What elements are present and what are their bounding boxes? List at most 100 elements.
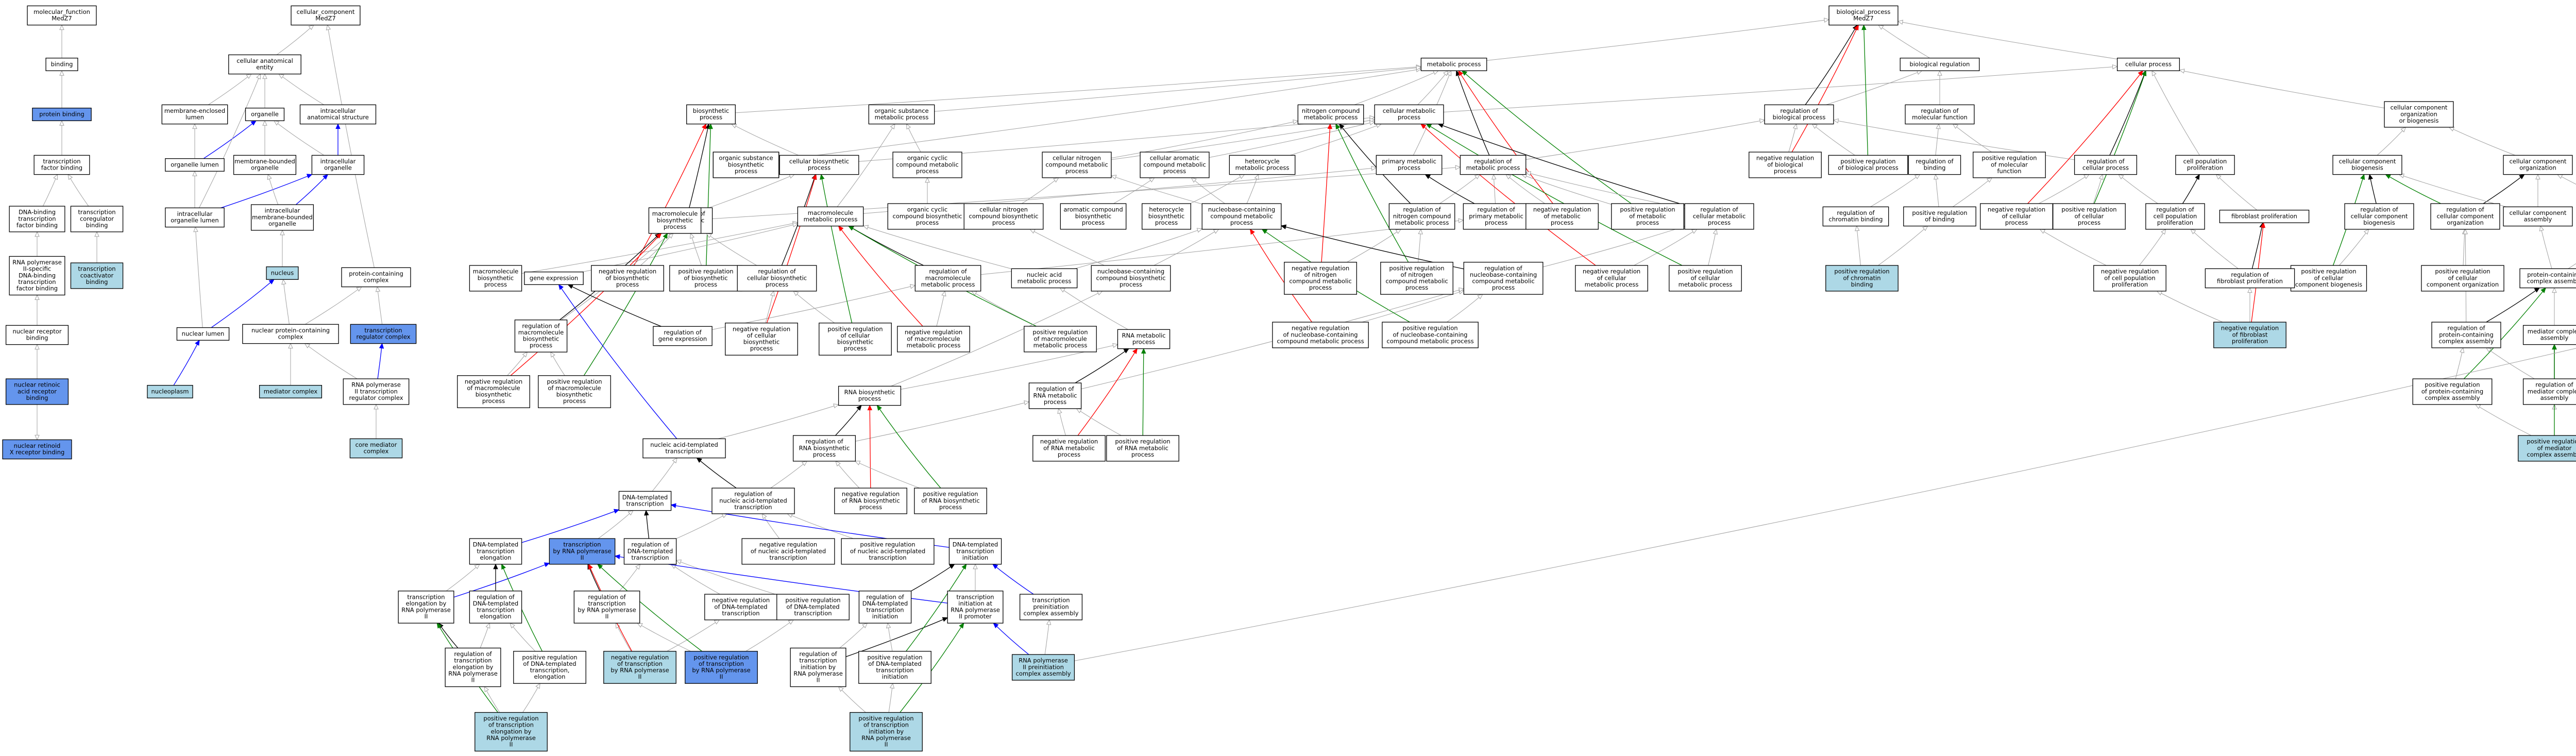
node-regulation-of-macromolecule-biosynthetic-process[interactable]: regulation ofmacromoleculebiosyntheticpr…: [514, 320, 568, 352]
node-mediator-complex[interactable]: mediator complex: [259, 385, 323, 398]
node-organelle-lumen[interactable]: organelle lumen: [165, 158, 225, 172]
node-cellular-process[interactable]: cellular process: [2116, 58, 2180, 71]
node-binding[interactable]: binding: [45, 58, 78, 71]
node-protein-binding[interactable]: protein binding: [32, 108, 92, 121]
node-metabolic-process[interactable]: metabolic process: [1420, 58, 1487, 71]
node-regulation-of-nucleobase-containing-compound-metabolic-process[interactable]: regulation ofnucleobase-containingcompou…: [1463, 262, 1544, 295]
node-gene-expression[interactable]: gene expression: [524, 272, 584, 285]
node-rna-pol-ii-specific-tf-binding[interactable]: RNA polymeraseII-specificDNA-bindingtran…: [9, 256, 65, 296]
node-biological-regulation[interactable]: biological regulation: [1900, 58, 1980, 71]
node-nuclear-lumen[interactable]: nuclear lumen: [176, 327, 230, 341]
